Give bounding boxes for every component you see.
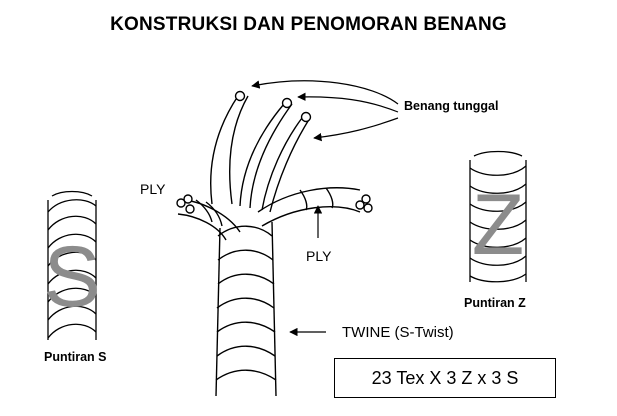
label-twine: TWINE (S-Twist) (342, 324, 454, 341)
arrow-single-yarn-2 (297, 92, 399, 113)
s-twist-yarn-sample (47, 190, 97, 340)
z-twist-yarn-sample (469, 150, 527, 283)
z-letter: Z (472, 177, 525, 273)
yarn-count-formula-box: 23 Tex X 3 Z x 3 S (334, 358, 556, 398)
yarn-count-formula: 23 Tex X 3 Z x 3 S (371, 367, 519, 388)
label-ply-bottom: PLY (306, 248, 332, 264)
twine-rope (176, 90, 373, 397)
page-title: KONSTRUKSI DAN PENOMORAN BENANG (110, 14, 507, 35)
arrows (251, 80, 399, 337)
arrow-single-yarn-3 (313, 117, 399, 142)
label-ply-left: PLY (140, 181, 166, 197)
label-s-twist: Puntiran S (44, 350, 107, 364)
label-single-yarn: Benang tunggal (404, 99, 499, 113)
arrow-single-yarn-1 (251, 80, 399, 105)
label-z-twist: Puntiran Z (464, 296, 526, 310)
s-letter: S (43, 229, 100, 325)
